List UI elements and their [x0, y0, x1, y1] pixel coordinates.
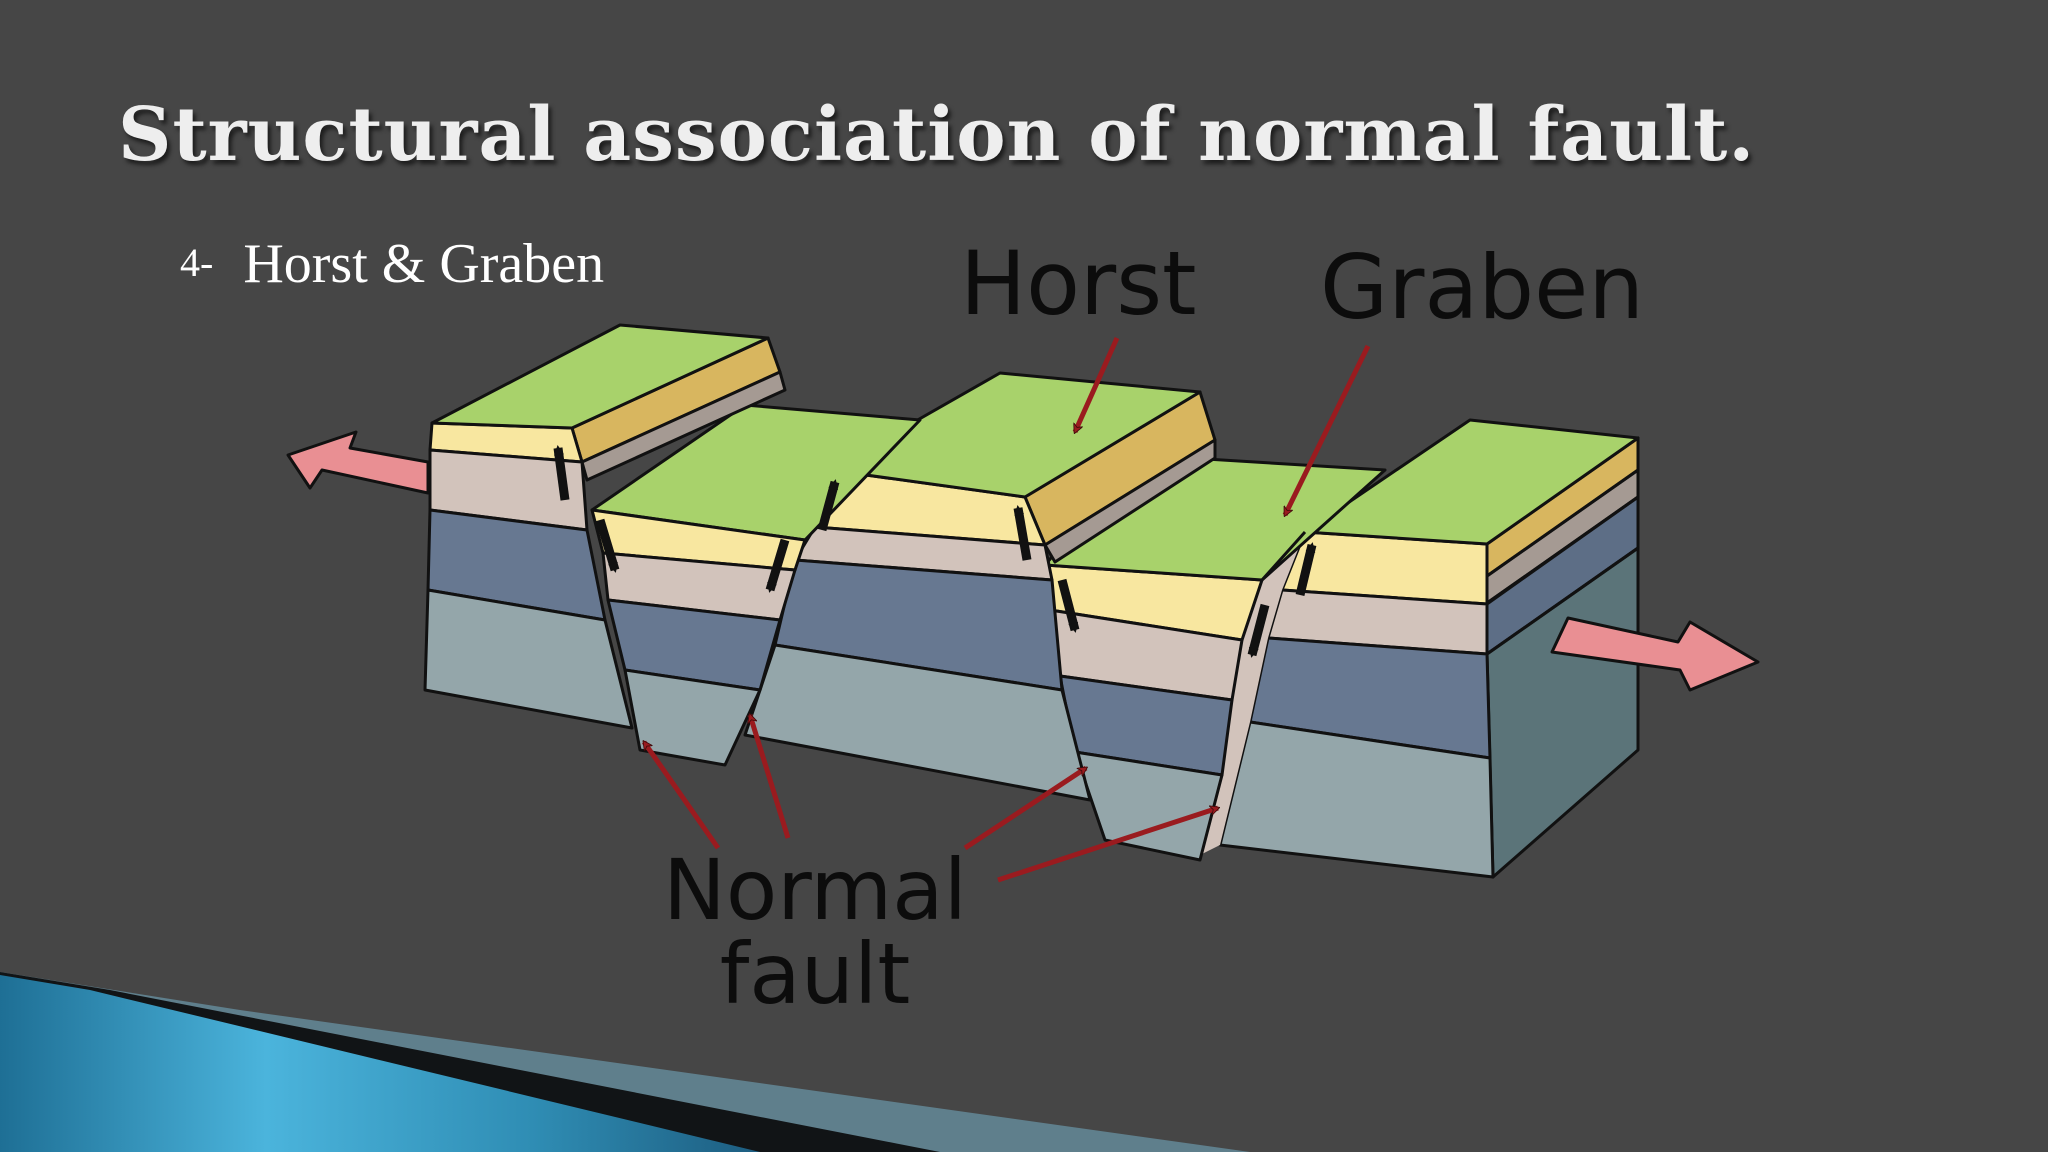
normal-fault-label: Normal fault [650, 848, 980, 1016]
extension-arrow-left [286, 430, 430, 495]
fault-down-arrow [1057, 578, 1080, 633]
normal-fault-pointer-arrow [997, 808, 1218, 883]
block-center-horst [743, 371, 1217, 802]
slide-title: Structural association of normal fault. [118, 92, 1756, 178]
bullet-text: Horst & Graben [243, 233, 605, 295]
horst-label: Horst [960, 232, 1197, 335]
bullet-item: 4- Horst & Graben [180, 232, 604, 296]
bullet-number: 4- [180, 240, 214, 285]
graben-pointer-arrow [1282, 344, 1371, 515]
fault-down-arrow [1247, 603, 1270, 658]
extension-arrow-right [1550, 616, 1760, 692]
fault-up-arrow [1013, 505, 1032, 561]
normal-fault-pointer-arrow [963, 765, 1086, 851]
normal-fault-pointer-arrow [641, 742, 721, 850]
graben-label: Graben [1320, 236, 1645, 339]
block-left-graben [590, 403, 922, 767]
block-left-horst [423, 323, 787, 730]
fault-down-arrow [595, 518, 620, 573]
normal-fault-label-line2: fault [719, 925, 911, 1023]
fault-up-arrow [1295, 542, 1317, 597]
normal-fault-label-line1: Normal [663, 841, 967, 939]
horst-pointer-arrow [1072, 336, 1120, 432]
fault-up-arrow [817, 479, 840, 532]
fault-down-arrow [765, 538, 790, 593]
fault-up-arrow [553, 445, 570, 501]
normal-fault-pointer-arrow [750, 715, 791, 839]
